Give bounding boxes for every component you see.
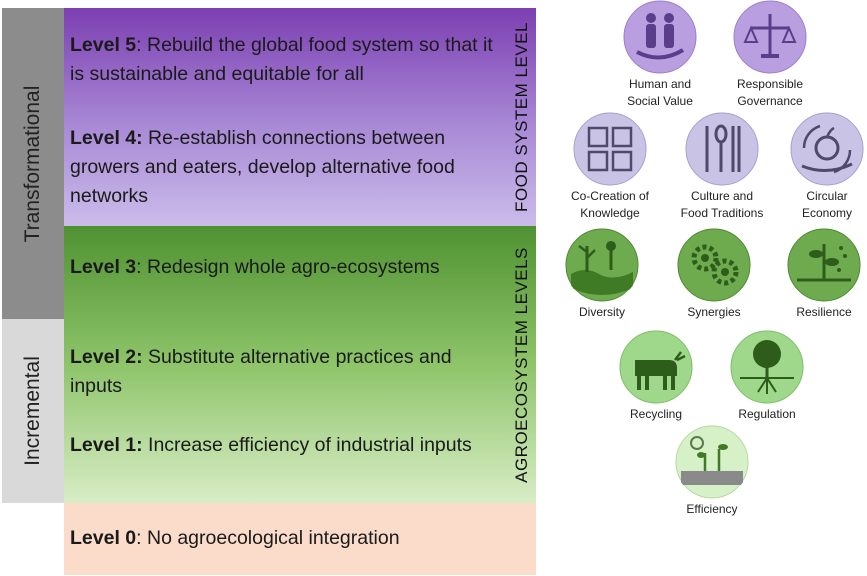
agroecosystem-levels-label: AGROECOSYSTEM LEVELS	[512, 246, 531, 483]
level-text: Substitute alternative practices and inp…	[70, 346, 452, 397]
food-system-band: FOOD SYSTEM LEVEL	[64, 8, 536, 226]
icon-label-line1: Resilience	[796, 305, 852, 319]
icon-label-line2: Knowledge	[580, 206, 640, 220]
level-0: Level 0: No agroecological integration	[70, 524, 500, 553]
icon-label-line1: Regulation	[738, 407, 796, 421]
efficiency-icon	[675, 425, 749, 499]
culture-food-traditions-icon	[685, 112, 759, 186]
icon-label-line1: Responsible	[736, 77, 804, 91]
co-creation-icon	[573, 112, 647, 186]
icon-label-line1: Efficiency	[686, 502, 738, 516]
level-title: Level 5	[70, 34, 137, 56]
level-4: Level 4: Re-establish connections betwee…	[70, 124, 500, 211]
level-text: Rebuild the global food system so that i…	[70, 34, 493, 85]
incremental-label: Incremental	[21, 356, 44, 466]
responsible-governance-icon	[733, 0, 807, 74]
principle-item: Regulation	[712, 330, 822, 423]
principle-item: Resilience	[769, 228, 867, 321]
agroecosystem-band: AGROECOSYSTEM LEVELS	[64, 226, 536, 503]
level-sep: :	[136, 34, 147, 56]
incremental-bar: Incremental	[2, 319, 64, 503]
regulation-icon	[730, 330, 804, 404]
level-3: Level 3: Redesign whole agro-ecosystems	[70, 253, 500, 282]
principle-item: Diversity	[547, 228, 657, 321]
transformational-bar: Transformational	[2, 8, 64, 319]
level-title: Level 2:	[70, 346, 143, 368]
level-text: Re-establish connections between growers…	[70, 127, 455, 207]
level0-band	[64, 503, 536, 575]
principle-item: Recycling	[601, 330, 711, 423]
level-title: Level 3	[70, 256, 137, 278]
icon-label-line1: Recycling	[629, 407, 683, 421]
level-sep: :	[136, 527, 147, 549]
icon-label-line2: Governance	[737, 94, 803, 108]
resilience-icon	[787, 228, 861, 302]
principle-item: Co-Creation of Knowledge	[555, 112, 665, 222]
level-text: No agroecological integration	[146, 527, 400, 549]
level-title: Level 1:	[70, 434, 143, 456]
food-system-level-label: FOOD SYSTEM LEVEL	[512, 22, 531, 212]
level-text: Increase efficiency of industrial inputs	[148, 434, 472, 456]
icon-label-line1: Co-Creation of	[570, 189, 650, 203]
transformational-label: Transformational	[21, 85, 44, 242]
level-title: Level 0	[70, 527, 137, 549]
recycling-icon	[619, 330, 693, 404]
icon-label-line2: Food Traditions	[680, 206, 764, 220]
icon-label-line1: Culture and	[690, 189, 754, 203]
level-5: Level 5: Rebuild the global food system …	[70, 31, 500, 89]
icon-label-line1: Diversity	[578, 305, 625, 319]
level-text: Redesign whole agro-ecosystems	[146, 256, 440, 278]
icon-label-line1: Circular	[806, 189, 848, 203]
level-sep: :	[136, 256, 147, 278]
level-2: Level 2: Substitute alternative practice…	[70, 343, 500, 401]
icon-label-line2: Social Value	[627, 94, 693, 108]
circular-economy-icon	[790, 112, 864, 186]
level-title: Level 4:	[70, 127, 143, 149]
icon-label-line1: Synergies	[687, 305, 741, 319]
principle-item: Synergies	[659, 228, 769, 321]
diversity-icon	[565, 228, 639, 302]
icon-label-line2: Economy	[801, 206, 853, 220]
synergies-icon	[677, 228, 751, 302]
human-social-value-icon	[623, 0, 697, 74]
level-1: Level 1: Increase efficiency of industri…	[70, 431, 500, 460]
principle-item: Efficiency	[657, 425, 767, 518]
icon-label-line1: Human and	[628, 77, 692, 91]
